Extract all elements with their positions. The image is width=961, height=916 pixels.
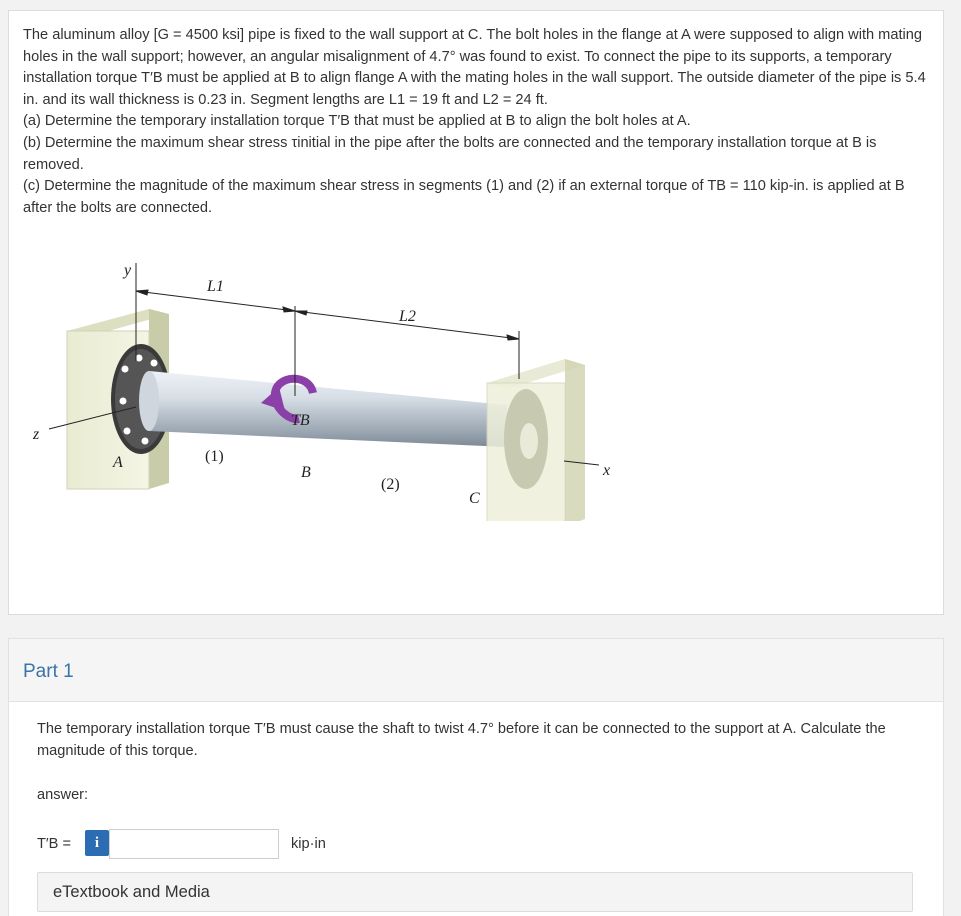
wall-support-c — [486, 359, 585, 521]
torque-arrow-icon — [261, 374, 317, 424]
info-icon[interactable]: i — [85, 830, 109, 856]
part-title: Part 1 — [23, 661, 74, 682]
etextbook-media-label: eTextbook and Media — [53, 883, 210, 901]
torque-tb-label: TB — [291, 412, 310, 429]
part-question: The temporary installation torque T′B mu… — [37, 721, 886, 759]
axis-z-label: z — [32, 426, 40, 443]
problem-paragraph: The aluminum alloy [G = 4500 ksi] pipe i… — [23, 27, 926, 108]
segment-2-label: (2) — [381, 476, 400, 493]
dimension-lines — [48, 263, 600, 466]
problem-part-a: (a) Determine the temporary installation… — [23, 113, 691, 130]
problem-part-c: (c) Determine the magnitude of the maxim… — [23, 178, 905, 216]
pipe — [139, 371, 507, 447]
problem-card: The aluminum alloy [G = 4500 ksi] pipe i… — [8, 10, 944, 615]
dim-l1-label: L1 — [206, 278, 224, 295]
answer-input[interactable] — [109, 829, 279, 859]
dim-l2-label: L2 — [398, 308, 416, 325]
problem-statement: The aluminum alloy [G = 4500 ksi] pipe i… — [23, 25, 933, 219]
etextbook-media-button[interactable]: eTextbook and Media — [37, 872, 913, 912]
part-body: The temporary installation torque T′B mu… — [8, 702, 944, 916]
axis-x-label: x — [602, 462, 610, 479]
unit-label: kip·in — [291, 836, 326, 852]
point-b-label: B — [301, 464, 311, 481]
axis-y-label: y — [122, 262, 132, 279]
problem-part-b: (b) Determine the maximum shear stress τ… — [23, 134, 877, 173]
variable-label: T′B = — [37, 836, 71, 852]
answer-row: T′B = i kip·in — [37, 828, 437, 860]
part-header: Part 1 — [8, 638, 944, 702]
segment-1-label: (1) — [205, 448, 224, 465]
point-c-label: C — [469, 490, 480, 507]
point-a-label: A — [112, 454, 123, 471]
answer-label: answer: — [37, 787, 89, 803]
pipe-figure: y z x L1 L2 A B C TB (1) (2) — [32, 262, 610, 521]
